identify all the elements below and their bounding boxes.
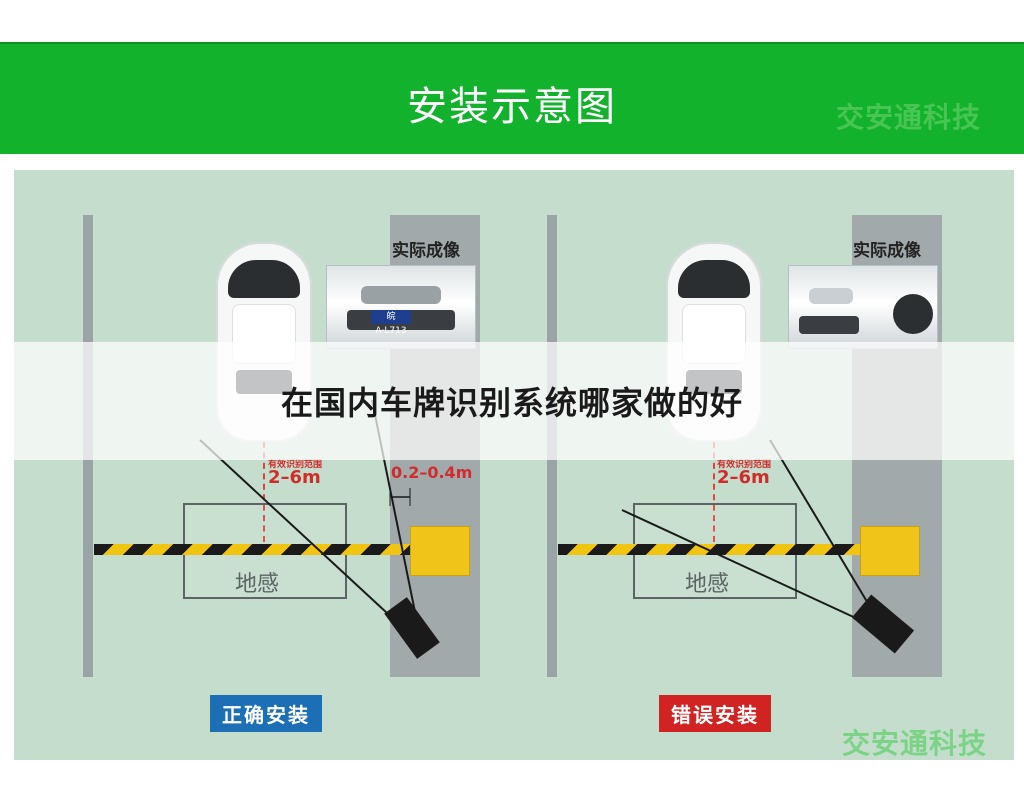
watermark-bottom: 交安通科技 [842, 722, 987, 762]
right-sightline-lower [622, 510, 860, 620]
overlay-title: 在国内车牌识别系统哪家做的好 [0, 378, 1024, 424]
left-sightline-lower [200, 440, 400, 625]
